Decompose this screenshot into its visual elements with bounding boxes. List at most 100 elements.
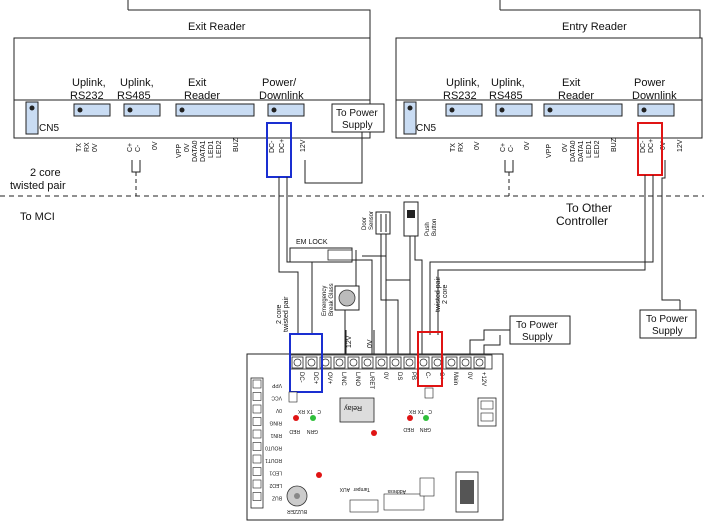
entry-pin-cminus: C- (508, 144, 515, 152)
terminal-screw-head (419, 358, 428, 367)
to-mci-label: To MCI (20, 211, 55, 223)
exit-reader-board: Exit Reader Uplink, RS232 Uplink, RS485 … (13, 0, 371, 178)
vertical-2core-right-2: twisted pair (435, 276, 442, 312)
terminal-screw-head (377, 358, 386, 367)
exit-pin-rx: RX (84, 142, 91, 152)
left-pin-label: LED2 (269, 482, 282, 488)
to-power-supply-box-2 (509, 315, 571, 345)
two-core-label-line2: twisted pair (10, 180, 66, 192)
entry-cn5-connector (403, 101, 417, 135)
exit-pin-buz: BUZ (233, 137, 240, 152)
terminal-label: DC- (298, 372, 304, 383)
to-power-supply-1-line1: To Power (336, 108, 378, 119)
left-pin-label: ROUT1 (265, 457, 282, 463)
relay (339, 397, 375, 423)
tx-rx-label-5: TX (417, 408, 424, 414)
address-dip-switch (383, 493, 425, 511)
to-power-supply-box-1 (331, 103, 385, 133)
entry-exit-reader-label-1: Exit (562, 77, 580, 89)
entry-uplink-rs232-label-2: RS232 (443, 90, 477, 102)
tx-rx-label-3: RX (297, 408, 305, 414)
vertical-2core-left-1: 2 core (276, 304, 283, 324)
terminal-screw-head (433, 358, 442, 367)
entry-pin-rx: RX (458, 142, 465, 152)
exit-reader-connector (175, 103, 255, 117)
entry-power-downlink-label-1: Power (634, 77, 666, 89)
em-lock-label: EM LOCK (296, 239, 328, 246)
to-other-controller-line1: To Other (566, 201, 612, 215)
entry-power-downlink-label-2: Downlink (632, 90, 677, 102)
left-pin-label: RING (269, 420, 282, 426)
terminal-screw-head (405, 358, 414, 367)
terminal-screw-head (349, 358, 358, 367)
terminal-label: OV+ (326, 372, 332, 385)
led-red-label-1: RED (289, 428, 300, 434)
entry-pin-vpp: VPP (546, 144, 553, 158)
tx-rx-label-4: C (428, 408, 432, 414)
exit-pin-12v: 12V (300, 139, 307, 152)
exit-pin-vpp: VPP (176, 144, 183, 158)
entry-power-connector (637, 103, 675, 117)
exit-pin-cminus: C- (135, 144, 142, 152)
wiring (0, 132, 704, 355)
left-pin (252, 442, 262, 451)
to-power-supply-1-line2: Supply (342, 120, 373, 131)
terminal-screw-head (475, 358, 484, 367)
entry-pin-data1: DATA1 (578, 140, 585, 162)
exit-pin-0v-485: 0V (152, 141, 159, 150)
to-power-supply-2-line1: To Power (516, 320, 558, 331)
left-pin (252, 454, 262, 464)
terminal-label: C- (424, 372, 430, 378)
exit-uplink-rs485-label-1: Uplink, (120, 77, 154, 89)
left-pin (252, 429, 262, 439)
terminal-label: L/RET (368, 372, 374, 389)
terminal-label: 0V (382, 372, 388, 379)
left-pin-label: ROUT0 (265, 445, 282, 451)
entry-uplink-rs485-label-1: Uplink, (491, 77, 525, 89)
door-sensor: Door Sensor (362, 211, 391, 235)
vertical-2core-left-2: twisted pair (283, 296, 290, 332)
terminal-screw-head (363, 358, 372, 367)
entry-cn5-label: CN5 (416, 123, 436, 134)
label-12v: 12V (346, 335, 353, 348)
entry-reader-board: Entry Reader Uplink, RS232 Uplink, RS485… (395, 0, 703, 176)
entry-pin-tx: TX (450, 143, 457, 152)
exit-cn5-label: CN5 (39, 123, 59, 134)
exit-pin-dcplus: DC+ (279, 139, 286, 153)
exit-pin-dcminus: DC- (269, 140, 276, 153)
entry-pin-data0: DATA0 (570, 140, 577, 162)
left-pin-label: VPP (271, 382, 282, 388)
exit-power-connector (267, 103, 305, 117)
led-grn-label-1: GRN (307, 428, 319, 434)
entry-exit-reader-label-2: Reader (558, 90, 594, 102)
terminal-screw-head (447, 358, 456, 367)
exit-reader-port-label-1: Exit (188, 77, 206, 89)
terminal-label: L/NO (354, 372, 360, 386)
exit-pin-tx: TX (76, 143, 83, 152)
exit-uplink-rs232-label-1: Uplink, (72, 77, 106, 89)
entry-pin-0v-reader: 0V (562, 143, 569, 152)
entry-rs485-connector (495, 103, 533, 117)
entry-pin-led1: LED1 (586, 140, 593, 158)
push-button-label-2: Button (432, 219, 438, 236)
exit-power-downlink-label-2: Downlink (259, 90, 304, 102)
to-power-supply-2-line2: Supply (522, 332, 553, 343)
tx-rx-label-2: TX (306, 408, 313, 414)
left-pin-label: RIN1 (270, 432, 282, 438)
exit-pin-led2: LED2 (216, 140, 223, 158)
terminal-screw-head (335, 358, 344, 367)
led-grn-1 (310, 415, 316, 421)
exit-pin-cplus: C+ (127, 143, 134, 152)
exit-pin-0v-reader: 0V (184, 143, 191, 152)
to-other-controller-line2: Controller (556, 214, 608, 228)
exit-uplink-rs232-label-2: RS232 (70, 90, 104, 102)
terminal-label: DS (396, 372, 402, 380)
terminal-screw-head (293, 358, 302, 367)
left-pin (252, 404, 262, 414)
entry-pin-led2: LED2 (594, 140, 601, 158)
address-label: Address (387, 488, 406, 494)
exit-reader-title: Exit Reader (188, 21, 246, 33)
